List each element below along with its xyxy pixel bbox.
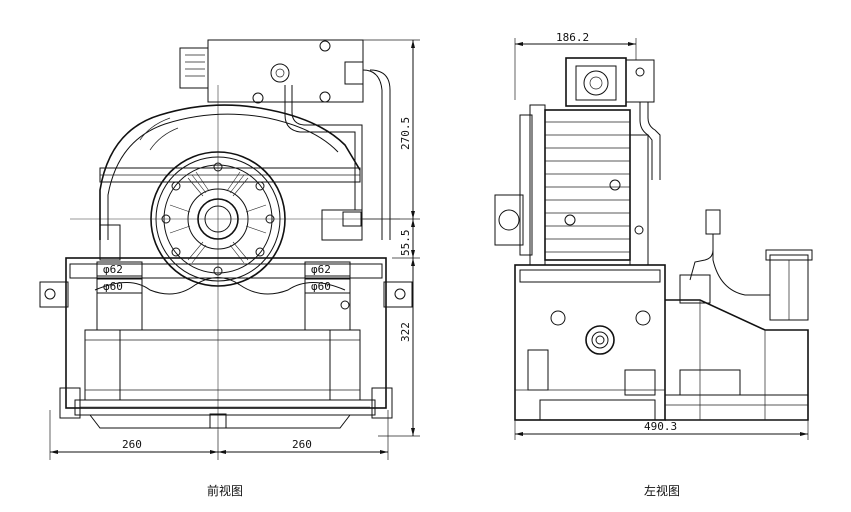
dia-60-left-label: φ60	[103, 280, 123, 293]
dim-322-label: 322	[399, 322, 412, 342]
front-valve-block	[179, 39, 391, 240]
dim-55-5-label: 55.5	[399, 230, 412, 257]
dia-60-right-label: φ60	[311, 280, 331, 293]
front-lower-housing	[39, 257, 413, 429]
dia-62-right-label: φ62	[311, 263, 331, 276]
side-view: 186.2	[494, 31, 813, 498]
side-motor-body	[494, 104, 649, 266]
front-horizontal-dimensions: 260 260	[49, 410, 389, 460]
side-base-frame	[665, 299, 809, 421]
front-view-caption: 前视图	[207, 483, 243, 498]
front-vertical-dimensions: 270.5 55.5 322	[362, 39, 420, 437]
side-valve-box	[565, 57, 661, 180]
side-sensor-harness	[679, 209, 813, 321]
front-brake-disc	[150, 151, 286, 287]
front-upper-housing	[99, 104, 363, 261]
front-diameter-right: φ62 φ60	[304, 261, 351, 330]
dim-260-left-label: 260	[122, 438, 142, 451]
dim-260-right-label: 260	[292, 438, 312, 451]
dia-62-left-label: φ62	[103, 263, 123, 276]
front-diameter-left: φ62 φ60	[96, 261, 143, 330]
front-view: φ62 φ60 φ62 φ60 270.5 55.	[39, 39, 420, 498]
side-top-dimension: 186.2	[514, 31, 637, 100]
side-bottom-dimension: 490.3	[514, 420, 809, 440]
dim-186-2-label: 186.2	[556, 31, 589, 44]
dim-270-5-label: 270.5	[399, 117, 412, 150]
side-view-caption: 左视图	[644, 483, 680, 498]
side-gearbox	[514, 264, 666, 421]
dim-490-3-label: 490.3	[644, 420, 677, 433]
